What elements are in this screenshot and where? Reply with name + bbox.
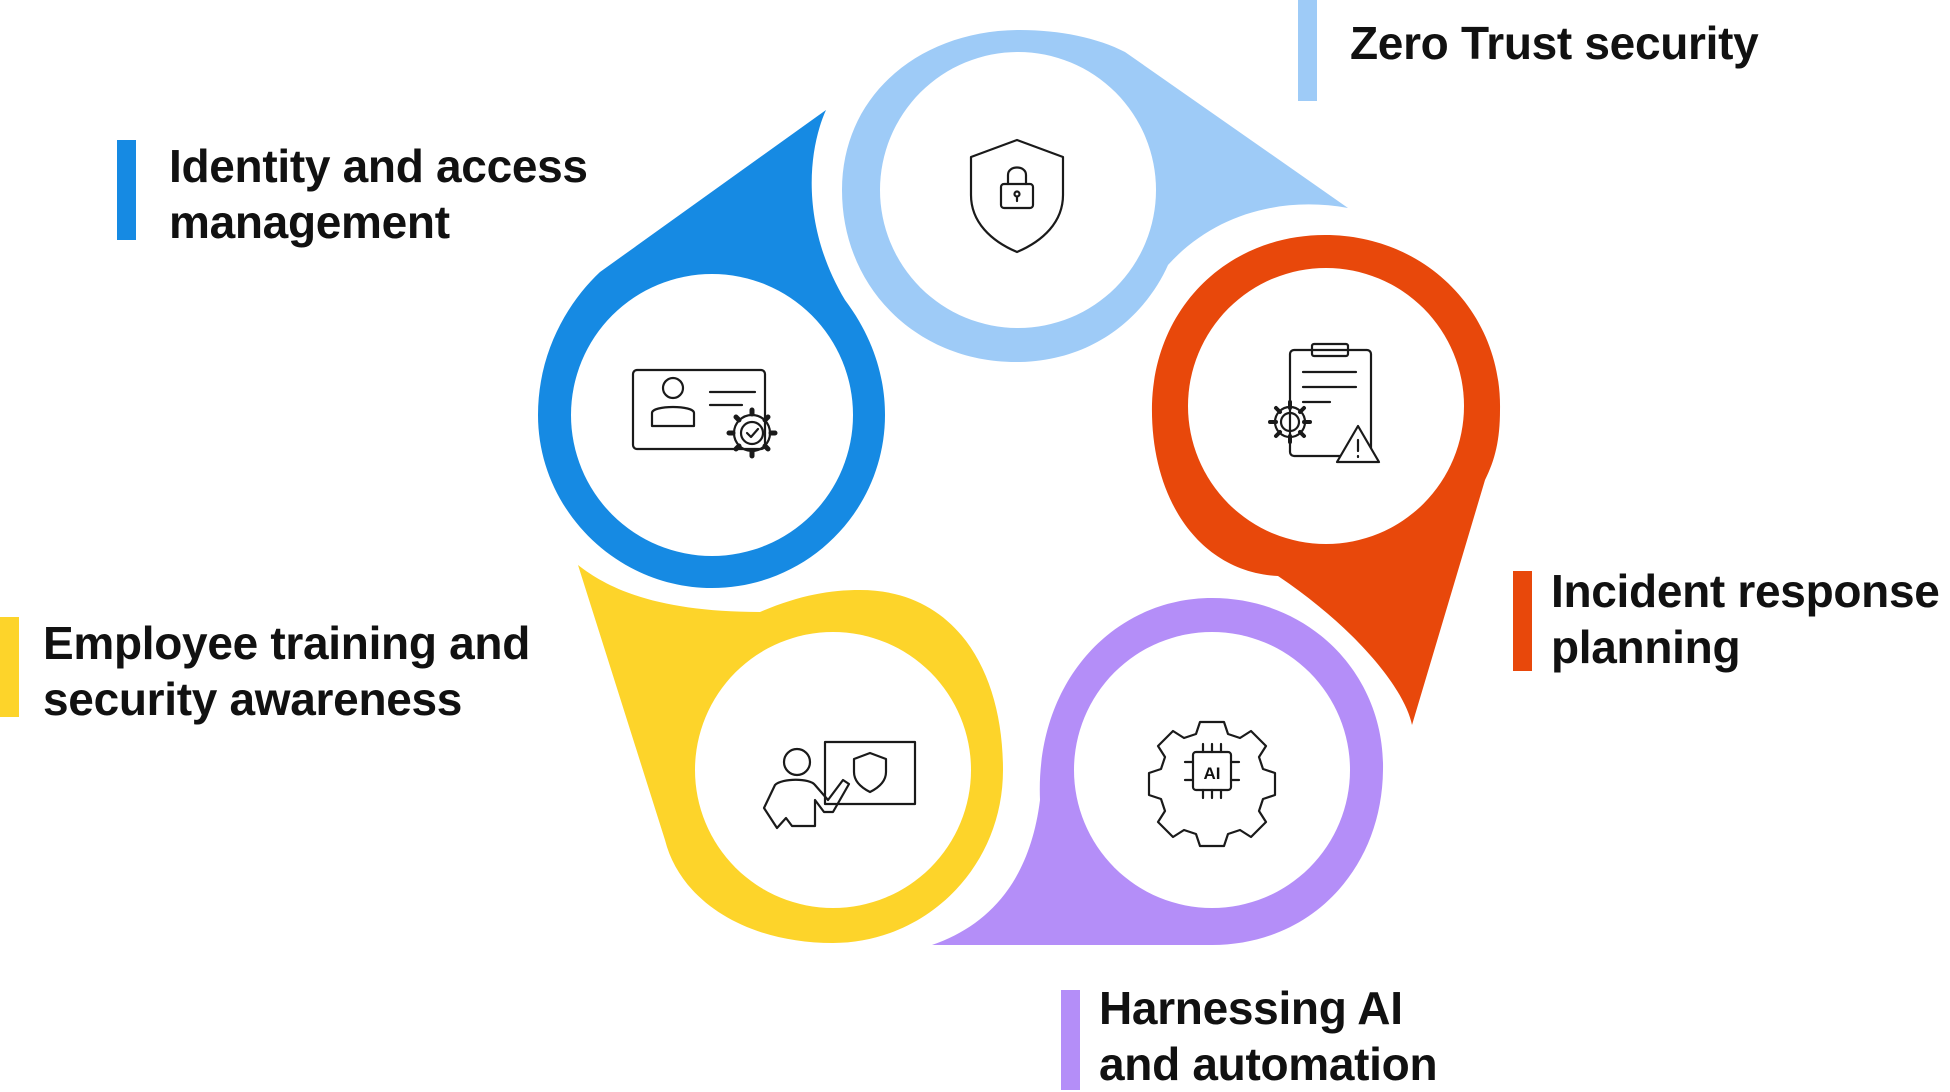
label-ai-line2: and automation	[1099, 1038, 1438, 1090]
label-training-line1: Employee training and	[43, 617, 531, 669]
segment-incident-response	[1151, 235, 1501, 725]
ai-chip-label: AI	[1204, 764, 1221, 783]
clipboard-warning-icon	[1268, 342, 1381, 464]
inner-circle-training	[695, 632, 971, 908]
accent-bar-training	[0, 617, 19, 717]
label-incident-line2: planning	[1551, 621, 1741, 673]
shield-lock-icon	[969, 138, 1065, 254]
inner-circle-ai	[1074, 632, 1350, 908]
label-identity-line2: management	[169, 196, 450, 248]
segment-ai-automation	[932, 598, 1384, 945]
label-identity-line1: Identity and access	[169, 140, 588, 192]
segment-zero-trust	[842, 30, 1348, 363]
label-ai-line1: Harnessing AI	[1099, 982, 1403, 1034]
accent-bar-zero-trust	[1298, 0, 1317, 101]
inner-circle-incident	[1188, 268, 1464, 544]
inner-circle-zero-trust	[880, 52, 1156, 328]
segment-identity-access	[538, 110, 885, 588]
label-zero-trust-line1: Zero Trust security	[1350, 17, 1759, 69]
id-card-gear-icon	[631, 368, 778, 459]
ai-chip-gear-icon	[1147, 720, 1277, 848]
segment-employee-training	[578, 565, 1003, 943]
accent-bar-ai	[1061, 990, 1080, 1090]
accent-bar-incident	[1513, 571, 1532, 671]
presenter-shield-icon	[762, 740, 917, 830]
accent-bar-identity	[117, 140, 136, 240]
label-incident-line1: Incident response	[1551, 565, 1940, 617]
label-training-line2: security awareness	[43, 673, 463, 725]
inner-circle-identity	[571, 274, 853, 556]
